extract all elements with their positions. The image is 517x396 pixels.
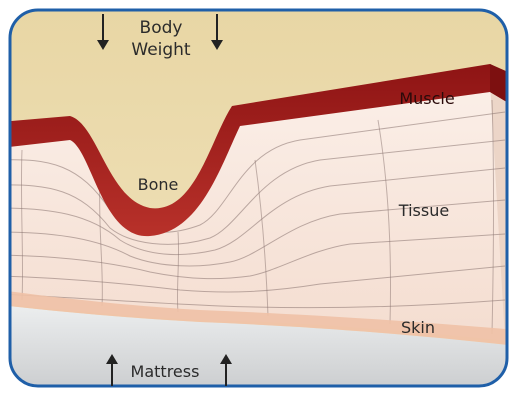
muscle-label: Muscle — [399, 89, 454, 108]
mattress-label: Mattress — [131, 362, 200, 381]
tissue-label: Tissue — [398, 201, 449, 220]
body-weight-label-line2: Weight — [131, 40, 191, 60]
skin-label: Skin — [401, 318, 435, 337]
bone-label: Bone — [138, 175, 179, 194]
body-weight-label-line1: Body — [140, 18, 183, 38]
